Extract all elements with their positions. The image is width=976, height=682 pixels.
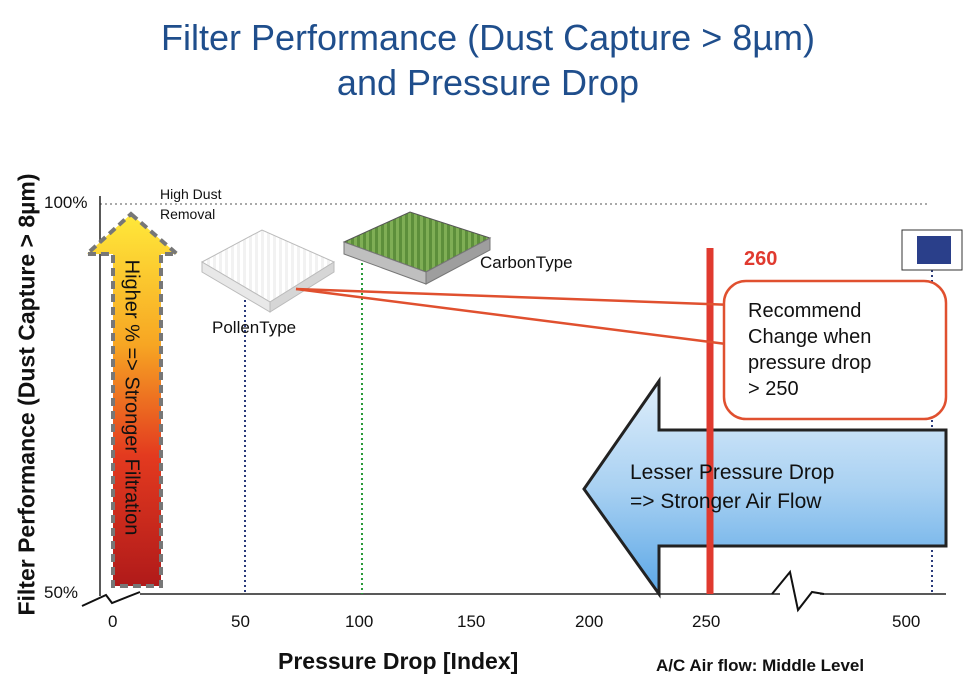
recommend-callout-text: Recommend Change when pressure drop > 25… xyxy=(748,298,871,402)
recommend-line-4: > 250 xyxy=(748,378,799,400)
carbon-type-label: CarbonType xyxy=(480,253,573,272)
axis-break-right xyxy=(771,569,825,613)
footnote-airflow: A/C Air flow: Middle Level xyxy=(656,656,865,675)
left-arrow-text-line2: => Stronger Air Flow xyxy=(630,490,822,513)
recommend-callout-box xyxy=(722,279,948,421)
callout-connector-1 xyxy=(295,287,735,307)
recommend-line-2: Change when xyxy=(748,326,872,348)
x-tick-200: 200 xyxy=(575,612,604,631)
y-tick-50: 50% xyxy=(44,583,79,602)
up-arrow xyxy=(81,211,183,588)
up-arrow-text: Higher % => Stronger Filtration xyxy=(120,259,143,536)
x-tick-250: 250 xyxy=(692,612,721,631)
recommend-line-3: pressure drop xyxy=(748,352,872,374)
high-dust-label-line2: Removal xyxy=(160,206,216,222)
chart-title-line2: and Pressure Drop xyxy=(336,62,640,103)
carbon-filter-image xyxy=(342,211,492,285)
x-tick-0: 0 xyxy=(108,612,118,631)
threshold-value-label: 260 xyxy=(744,248,778,270)
left-arrow xyxy=(582,376,948,599)
left-arrow-text-line1: Lesser Pressure Drop xyxy=(630,461,835,484)
y-tick-100: 100% xyxy=(44,193,88,212)
x-tick-50: 50 xyxy=(231,612,250,631)
legend-marker-square xyxy=(917,236,951,264)
recommend-line-1: Recommend xyxy=(748,300,862,322)
x-tick-150: 150 xyxy=(457,612,486,631)
high-dust-label-line1: High Dust xyxy=(160,186,222,202)
x-tick-500: 500 xyxy=(892,612,921,631)
pollen-type-label: PollenType xyxy=(212,318,297,337)
x-tick-100: 100 xyxy=(345,612,374,631)
pollen-filter-image xyxy=(200,229,336,313)
callout-connector-2 xyxy=(295,287,735,347)
x-axis-label: Pressure Drop [Index] xyxy=(278,648,519,674)
chart-title-line1: Filter Performance (Dust Capture > 8µm) xyxy=(161,17,815,58)
y-axis-label: Filter Performance (Dust Capture > 8µm) xyxy=(13,173,40,616)
axis-break-left xyxy=(81,591,141,607)
